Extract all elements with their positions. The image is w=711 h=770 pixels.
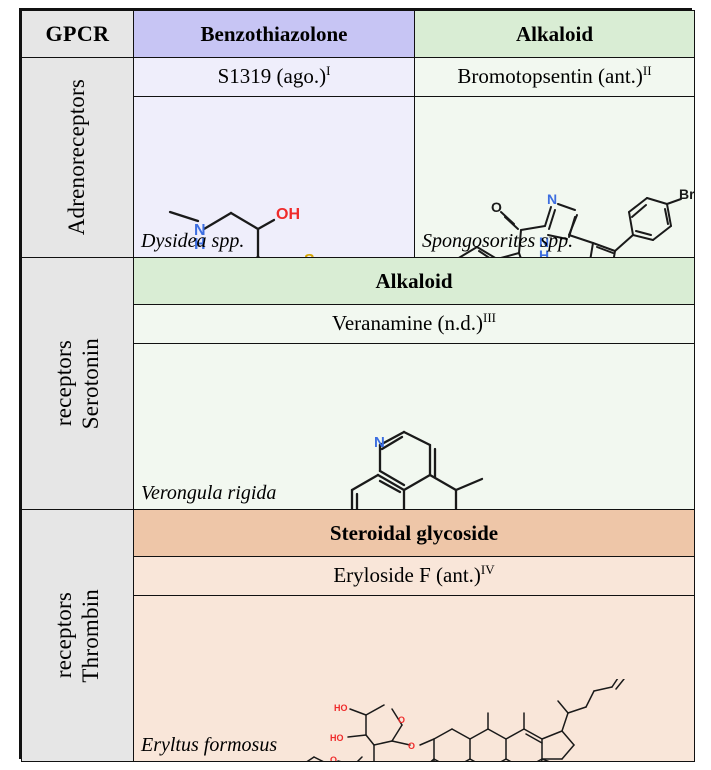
reference-marker: IV	[480, 562, 495, 578]
reference-marker: III	[483, 310, 497, 326]
compound-text: Veranamine (n.d.)	[331, 311, 484, 336]
species-name-eryltus: Eryltus formosus	[141, 734, 278, 756]
atom-label-nitrogen: N	[547, 191, 557, 207]
atom-label-hydroxyl: OH	[276, 206, 300, 223]
section-thrombin-structure-row: HO HO O O O OH O HO OH OH OH O Eryltus f…	[22, 595, 695, 762]
structure-cell-veranamine: Br N H N Verongula rigida	[133, 343, 695, 510]
atom-label-hydrogen: H	[194, 236, 206, 253]
reference-marker: I	[326, 63, 331, 79]
structure-cell-bromotopsentin: HO N H O N N H NH Br Spongosorites spp.	[414, 96, 695, 258]
atom-label-nitrogen: N	[539, 234, 549, 250]
section-adrenoreceptors-compound-row: Adrenoreceptors S1319 (ago.)I Bromotopse…	[21, 57, 695, 258]
receptor-label-line: receptors	[51, 592, 77, 679]
section-thrombin-compound-row: Eryloside F (ant.)IV	[22, 556, 695, 596]
table-header-row: GPCR Benzothiazolone Alkaloid	[21, 10, 695, 58]
compound-name-s1319: S1319 (ago.)I	[133, 57, 415, 97]
atom-label-nitrogen: N	[374, 434, 385, 451]
atom-label-nitrogen: N	[194, 222, 206, 239]
chemical-structure-s1319: N H OH S N H O OH	[168, 206, 315, 258]
receptor-label-line: Adrenoreceptors	[64, 79, 90, 236]
compound-name-bromotopsentin: Bromotopsentin (ant.)II	[414, 57, 695, 97]
species-name-dysidea: Dysidea spp.	[141, 230, 245, 252]
receptor-label-line: Thrombin	[77, 588, 103, 683]
receptor-label-serotonin: Serotonin receptors	[21, 257, 134, 510]
section-thrombin-class-row: Thrombin receptors Steroidal glycoside	[21, 509, 695, 762]
atom-label-oxygen: O	[408, 741, 415, 751]
header-class-steroidal-glycoside: Steroidal glycoside	[133, 509, 695, 557]
gpcr-marine-compound-table: GPCR Benzothiazolone Alkaloid Adrenorece…	[19, 8, 695, 762]
compound-text: Bromotopsentin (ant.)	[457, 64, 643, 89]
species-name-spongosorites: Spongosorites spp.	[422, 230, 574, 252]
section-serotonin-structure-row: Br N H N Verongula rigida	[22, 343, 695, 510]
header-gpcr: GPCR	[21, 10, 134, 58]
header-class-benzothiazolone: Benzothiazolone	[133, 10, 415, 58]
chemical-structure-veranamine: Br N H N	[350, 430, 484, 509]
atom-label-oxygen: O	[398, 715, 405, 725]
chemical-structure-bromotopsentin: HO N H O N N H NH Br	[459, 186, 695, 258]
reference-marker: II	[642, 63, 652, 79]
receptor-label-line: Serotonin	[77, 337, 103, 430]
structure-cell-s1319: N H OH S N H O OH Dysidea spp.	[133, 96, 415, 258]
atom-label-oxygen: O	[330, 755, 337, 762]
structure-cell-eryloside-f: HO HO O O O OH O HO OH OH OH O Eryltus f…	[133, 595, 695, 762]
atom-label-hydrogen: H	[539, 247, 549, 258]
chemical-structure-eryloside-f: HO HO O O O OH O HO OH OH OH O	[292, 678, 625, 762]
header-class-alkaloid-serotonin: Alkaloid	[133, 257, 695, 305]
header-class-alkaloid: Alkaloid	[414, 10, 695, 58]
section-serotonin-class-row: Serotonin receptors Alkaloid	[21, 257, 695, 510]
atom-label-sulfur: S	[304, 252, 315, 258]
atom-label-hydroxyl-left: HO	[334, 703, 348, 713]
compound-text: S1319 (ago.)	[217, 64, 327, 89]
comparison-table: GPCR Benzothiazolone Alkaloid Adrenorece…	[21, 10, 695, 762]
section-adrenoreceptors-structure-row: N H OH S N H O OH Dysidea spp.	[22, 96, 695, 258]
compound-text: Eryloside F (ant.)	[333, 563, 481, 588]
atom-label-oxygen: O	[491, 199, 502, 215]
receptor-label-line: receptors	[51, 340, 77, 427]
atom-label-hydroxyl: OH	[292, 761, 306, 762]
atom-label-hydroxyl-left: HO	[330, 733, 344, 743]
receptor-label-thrombin: Thrombin receptors	[21, 509, 134, 762]
compound-name-eryloside-f: Eryloside F (ant.)IV	[133, 556, 695, 596]
compound-name-veranamine: Veranamine (n.d.)III	[133, 304, 695, 344]
receptor-label-adrenoreceptors: Adrenoreceptors	[21, 57, 134, 258]
atom-label-bromine: Br	[679, 186, 695, 202]
species-name-verongula: Verongula rigida	[141, 482, 277, 504]
